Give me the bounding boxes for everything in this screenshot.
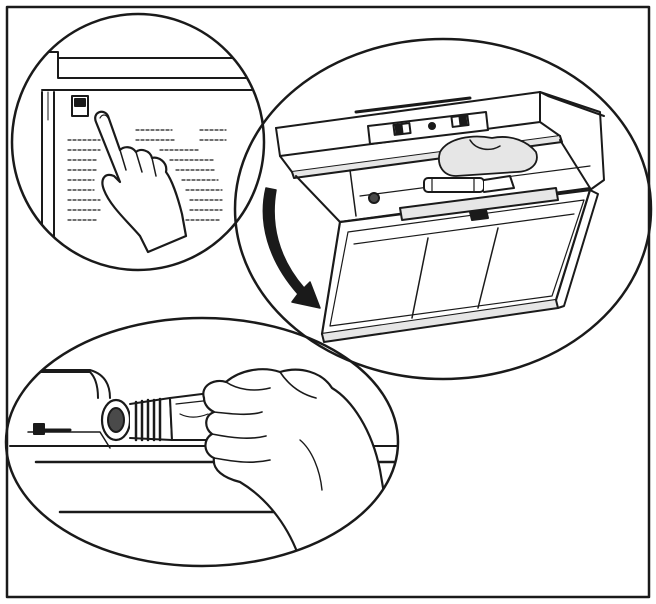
panel-border-bottom-left [4, 316, 400, 568]
motor-assembly [438, 135, 538, 177]
panel-switch-press [10, 12, 266, 272]
outer-frame [5, 5, 651, 599]
panel-bulb-removal [4, 316, 400, 568]
panel-border-right [233, 37, 653, 381]
curved-arrow-icon [262, 187, 321, 309]
hand-holding-bulb [202, 368, 394, 562]
panel-border-top-left [10, 12, 266, 272]
switch-icon [71, 95, 89, 117]
surface-texture [67, 129, 227, 221]
indicator-light [428, 122, 436, 130]
light-bulb-icon [423, 177, 485, 193]
finger-press-icon [94, 110, 188, 254]
panel-hood-open [233, 37, 653, 381]
